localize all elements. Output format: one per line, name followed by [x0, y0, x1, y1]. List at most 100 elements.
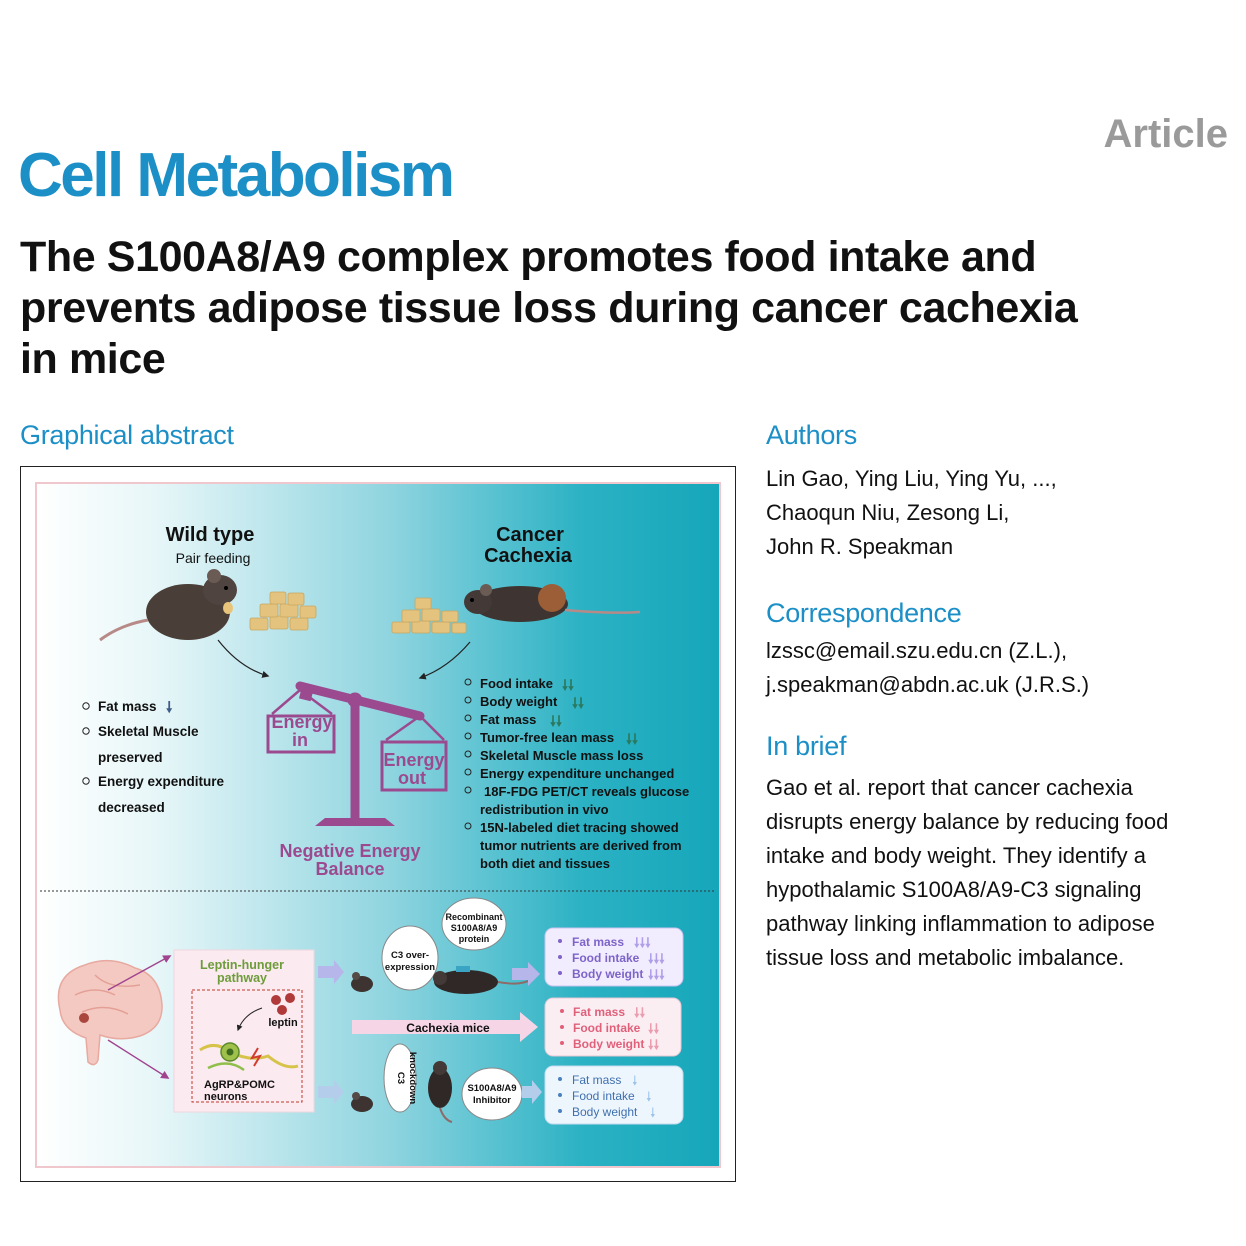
triple-down-arrow-icon: 🠗🠗🠗 [648, 967, 665, 982]
outcome-list: Fat mass🠗 Food intake🠗 Body weight🠗 [558, 1073, 656, 1120]
svg-text:redistribution in vivo: redistribution in vivo [480, 802, 609, 817]
email-link[interactable]: lzssc@email.szu.edu.cn (Z.L.), [766, 638, 1068, 663]
in-brief-line: Gao et al. report that cancer cachexia [766, 775, 1133, 800]
journal-name: Cell Metabolism [18, 141, 455, 210]
down-arrow-icon: 🠗 [646, 1089, 652, 1104]
double-down-arrow-icon: 🠗🠗 [562, 677, 574, 693]
brain-icon [57, 959, 163, 1066]
down-arrow-icon: 🠗 [632, 1073, 638, 1088]
arrow-icon [418, 641, 471, 680]
in-brief-line: disrupts energy balance by reducing food [766, 809, 1169, 834]
double-down-arrow-icon: 🠗🠗 [648, 1037, 660, 1052]
c3-knockdown-bubble [383, 1043, 417, 1113]
energy-balance-scale-icon [266, 681, 448, 826]
standing-mouse-icon [428, 1061, 453, 1123]
svg-text:Food intake: Food intake [572, 1089, 635, 1103]
in-brief-heading: In brief [766, 731, 847, 761]
neuron-inset [191, 989, 303, 1103]
food-pellets-icon [249, 591, 317, 631]
correspondence-heading: Correspondence [766, 598, 962, 628]
neurons-label: neurons [204, 1091, 247, 1103]
email-link[interactable]: j.speakman@abdn.ac.uk (J.R.S.) [766, 672, 1090, 697]
arrow-icon [107, 955, 172, 991]
svg-text:Body weight: Body weight [573, 1037, 644, 1051]
recombinant-label: Recombinant [445, 912, 502, 922]
down-arrow-icon: 🠗 [166, 699, 173, 716]
recombinant-label: protein [459, 934, 490, 944]
svg-text:Body weight: Body weight [480, 694, 558, 709]
svg-text:tumor nutrients are derived fr: tumor nutrients are derived from [480, 838, 682, 853]
cachexia-mice-label: Cachexia mice [406, 1021, 490, 1035]
author-line: John R. Speakman [766, 534, 954, 559]
in-brief-line: intake and body weight. They identify a [766, 843, 1146, 868]
svg-text:Body weight: Body weight [572, 967, 643, 981]
svg-text:decreased: decreased [98, 800, 165, 815]
leptin-pathway-box [173, 949, 315, 1113]
inhibitor-label: Inhibitor [473, 1095, 511, 1106]
cachexia-mouse-icon [464, 584, 641, 622]
down-arrow-icon: 🠗 [650, 1105, 656, 1120]
svg-text:Food intake: Food intake [572, 951, 640, 965]
leptin-molecule-icon [271, 993, 295, 1015]
svg-text:both diet and tissues: both diet and tissues [480, 856, 610, 871]
outcome-box-increase [544, 927, 684, 987]
wild-type-subtitle: Pair feeding [176, 550, 251, 566]
neurons-label: AgRP&POMC [204, 1079, 275, 1091]
negative-balance-caption: Balance [315, 859, 384, 879]
outcome-list: Fat mass🠗🠗 Food intake🠗🠗 Body weight🠗🠗 [560, 1005, 660, 1052]
article-type-label: Article [1103, 112, 1229, 156]
outcome-box-rescue [544, 1065, 684, 1125]
svg-text:Fat mass: Fat mass [573, 1005, 625, 1019]
wild-type-title: Wild type [166, 524, 255, 546]
c3-overexpression-label: C3 over- [391, 950, 429, 961]
arrow-icon [236, 1007, 263, 1032]
block-arrow-icon [352, 1012, 538, 1042]
svg-text:Fat mass: Fat mass [480, 712, 536, 727]
author-line: Chaoqun Niu, Zesong Li, [766, 500, 1010, 525]
block-arrow-icon [318, 1080, 344, 1104]
c3-overexpression-label: expression [385, 962, 435, 973]
energy-out-label: out [398, 768, 426, 788]
title-line: in mice [20, 335, 166, 383]
inhibitor-label: S100A8/A9 [467, 1083, 516, 1094]
energy-in-label: Energy [271, 712, 332, 732]
svg-text:Fat mass: Fat mass [572, 1073, 621, 1087]
c3-knockdown-label: C3 [395, 1072, 406, 1084]
double-down-arrow-icon: 🠗🠗 [626, 731, 638, 747]
small-mouse-icon [351, 1092, 373, 1112]
svg-text:Skeletal Muscle: Skeletal Muscle [98, 724, 199, 739]
leptin-label: leptin [268, 1017, 298, 1029]
energy-out-label: Energy [383, 750, 444, 770]
correspondence-list: lzssc@email.szu.edu.cn (Z.L.), j.speakma… [766, 634, 1236, 702]
triple-down-arrow-icon: 🠗🠗🠗 [648, 951, 665, 966]
treated-mouse-icon [433, 966, 531, 994]
svg-text:Energy expenditure unchanged: Energy expenditure unchanged [480, 766, 674, 781]
svg-text:Fat mass: Fat mass [572, 935, 624, 949]
cachexia-title: Cancer [496, 524, 564, 546]
double-down-arrow-icon: 🠗🠗 [550, 713, 562, 729]
block-arrow-icon [512, 962, 540, 986]
svg-text:18F-FDG PET/CT reveals glucose: 18F-FDG PET/CT reveals glucose [484, 784, 689, 799]
food-pellets-icon [391, 597, 467, 634]
svg-text:Tumor-free lean mass: Tumor-free lean mass [480, 730, 614, 745]
outcome-list: Fat mass🠗🠗🠗 Food intake🠗🠗🠗 Body weight🠗🠗… [558, 935, 665, 982]
in-brief-line: tissue loss and metabolic imbalance. [766, 945, 1125, 970]
svg-text:15N-labeled diet tracing showe: 15N-labeled diet tracing showed [480, 820, 679, 835]
block-arrow-icon [522, 1080, 542, 1104]
recombinant-label: S100A8/A9 [451, 923, 498, 933]
article-title: The S100A8/A9 complex promotes food inta… [20, 232, 1240, 385]
c3-knockdown-label: knockdown [407, 1052, 418, 1104]
wild-type-mouse-icon [99, 569, 237, 642]
svg-text:Skeletal Muscle mass loss: Skeletal Muscle mass loss [480, 748, 643, 763]
recombinant-protein-bubble [441, 897, 507, 951]
negative-balance-caption: Negative Energy [279, 841, 420, 861]
graphical-abstract-heading: Graphical abstract [20, 420, 234, 450]
author-list: Lin Gao, Ying Liu, Ying Yu, ..., Chaoqun… [766, 462, 1236, 564]
authors-heading: Authors [766, 420, 857, 450]
double-down-arrow-icon: 🠗🠗 [648, 1021, 660, 1036]
inhibitor-bubble [461, 1067, 523, 1121]
pathway-title: pathway [217, 971, 267, 985]
svg-text:Energy expenditure: Energy expenditure [98, 774, 225, 789]
svg-text:Fat mass: Fat mass [98, 699, 157, 714]
